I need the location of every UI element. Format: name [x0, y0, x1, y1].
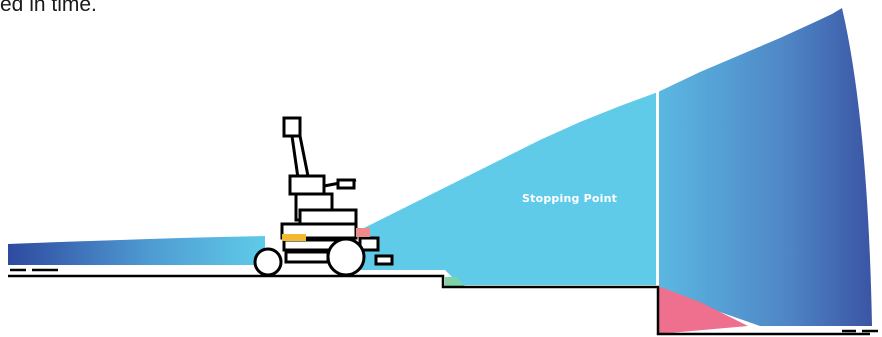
forward-sensing-beam: [360, 92, 658, 285]
chair-accent-yellow: [282, 234, 306, 241]
rear-sensing-zone: [8, 236, 265, 265]
wheelchair-user-icon: [255, 118, 392, 275]
chair-accent-pink: [356, 228, 370, 237]
far-sensing-beam: [658, 8, 872, 326]
caption-text: ed in time.: [0, 0, 97, 17]
stopping-point-line: [656, 90, 659, 286]
stopping-point-label: Stopping Point: [522, 192, 617, 205]
